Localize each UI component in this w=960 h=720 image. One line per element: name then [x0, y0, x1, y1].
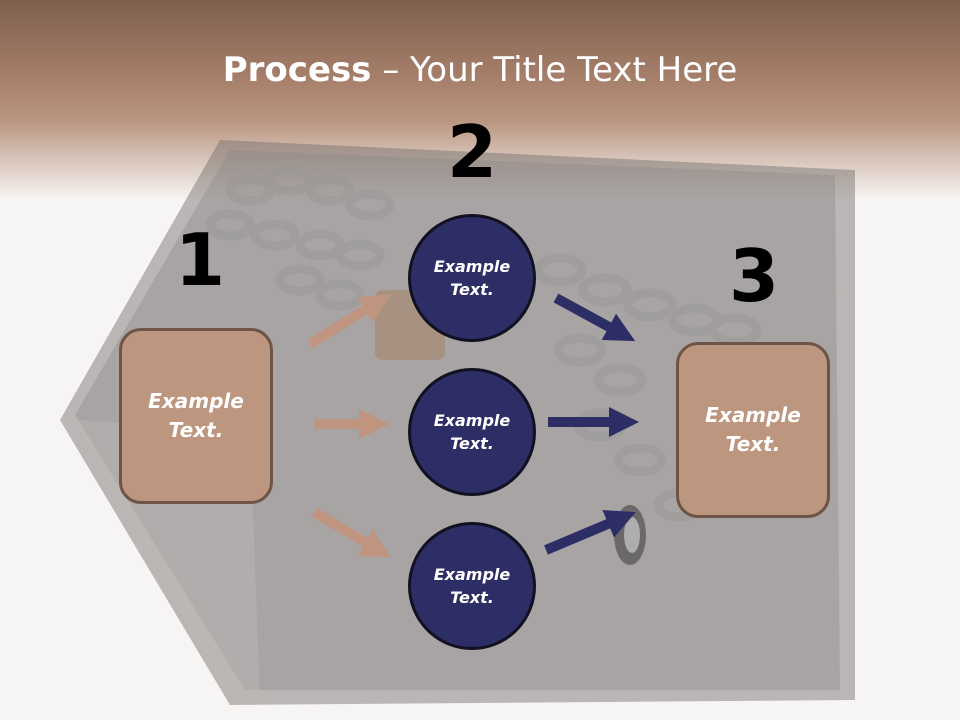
arrow-top-to-3: [553, 293, 636, 342]
step-3-text: Example Text.: [705, 403, 801, 456]
arrow-1-to-bottom: [311, 507, 391, 558]
header-band: [0, 0, 960, 200]
step-number-1: 1: [174, 218, 226, 302]
arrow-1-to-top: [307, 294, 391, 349]
title-rest: – Your Title Text Here: [371, 50, 738, 90]
step-2-text-top: Example Text.: [433, 257, 511, 299]
step-2-circle-top: Example Text.: [408, 214, 536, 342]
step-1-box: Example Text.: [119, 328, 273, 504]
page-title: Process – Your Title Text Here: [0, 50, 960, 90]
arrow-bottom-to-3: [544, 509, 636, 555]
step-2-circle-bottom: Example Text.: [408, 522, 536, 650]
step-2-text-bottom: Example Text.: [433, 565, 511, 607]
step-3-box: Example Text.: [676, 342, 830, 518]
step-1-text: Example Text.: [148, 389, 244, 442]
step-2-text-middle: Example Text.: [433, 411, 511, 453]
title-bold: Process: [222, 50, 372, 90]
step-2-circle-middle: Example Text.: [408, 368, 536, 496]
step-number-2: 2: [446, 110, 498, 194]
step-number-3: 3: [728, 234, 780, 318]
